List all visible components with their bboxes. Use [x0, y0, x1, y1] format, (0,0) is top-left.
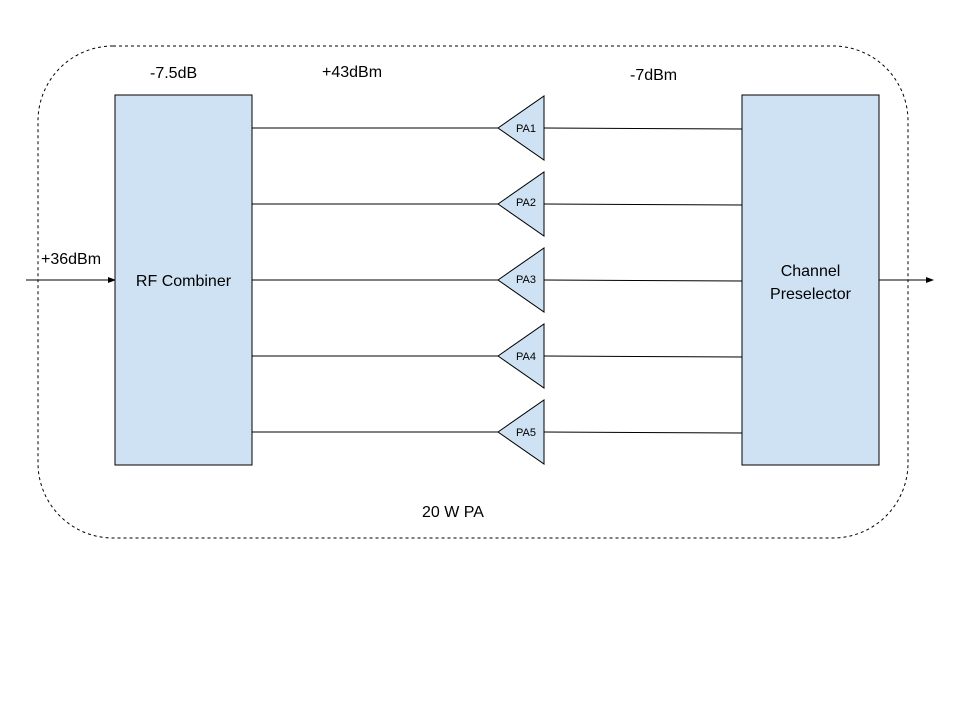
amplifier-triangle-icon	[497, 171, 545, 237]
amplifier-pa3: PA3	[497, 247, 545, 313]
rf-combiner-block: RF Combiner	[114, 94, 253, 466]
pa-input-level-label: -7dBm	[630, 67, 677, 84]
amplifier-triangle-icon	[497, 323, 545, 389]
channel-preselector-block: Channel Preselector	[741, 94, 880, 466]
combiner-loss-label: -7.5dB	[150, 65, 197, 82]
pa-enclosure-boundary	[37, 45, 909, 539]
preselector-wire-pa5	[543, 431, 743, 434]
preselector-wire-pa3	[543, 279, 743, 282]
preselector-wire-pa2	[543, 203, 743, 206]
amplifier-triangle-icon	[497, 247, 545, 313]
rf-combiner-label: RF Combiner	[136, 273, 232, 290]
input-level-label: +36dBm	[41, 251, 101, 268]
channel-preselector-label-line1: Channel	[781, 263, 841, 280]
amplifier-triangle-icon	[497, 95, 545, 161]
pa-to-preselector-wires	[543, 127, 743, 434]
pa-output-level-label: +43dBm	[322, 64, 382, 81]
amplifier-pa4: PA4	[497, 323, 545, 389]
combiner-to-pa-wires	[252, 127, 498, 433]
amplifier-pa1: PA1	[497, 95, 545, 161]
amplifier-pa1-label: PA1	[516, 123, 536, 135]
preselector-wire-pa1	[543, 127, 743, 130]
preselector-wire-pa4	[543, 355, 743, 358]
amplifier-pa2: PA2	[497, 171, 545, 237]
amplifier-pa5-label: PA5	[516, 427, 536, 439]
enclosure-label: 20 W PA	[422, 504, 484, 521]
amplifier-triangle-icon	[497, 399, 545, 465]
amplifier-pa2-label: PA2	[516, 197, 536, 209]
channel-preselector-label-line2: Preselector	[770, 286, 852, 303]
amplifier-pa5: PA5	[497, 399, 545, 465]
amplifier-pa3-label: PA3	[516, 274, 536, 286]
amplifier-pa4-label: PA4	[516, 351, 536, 363]
